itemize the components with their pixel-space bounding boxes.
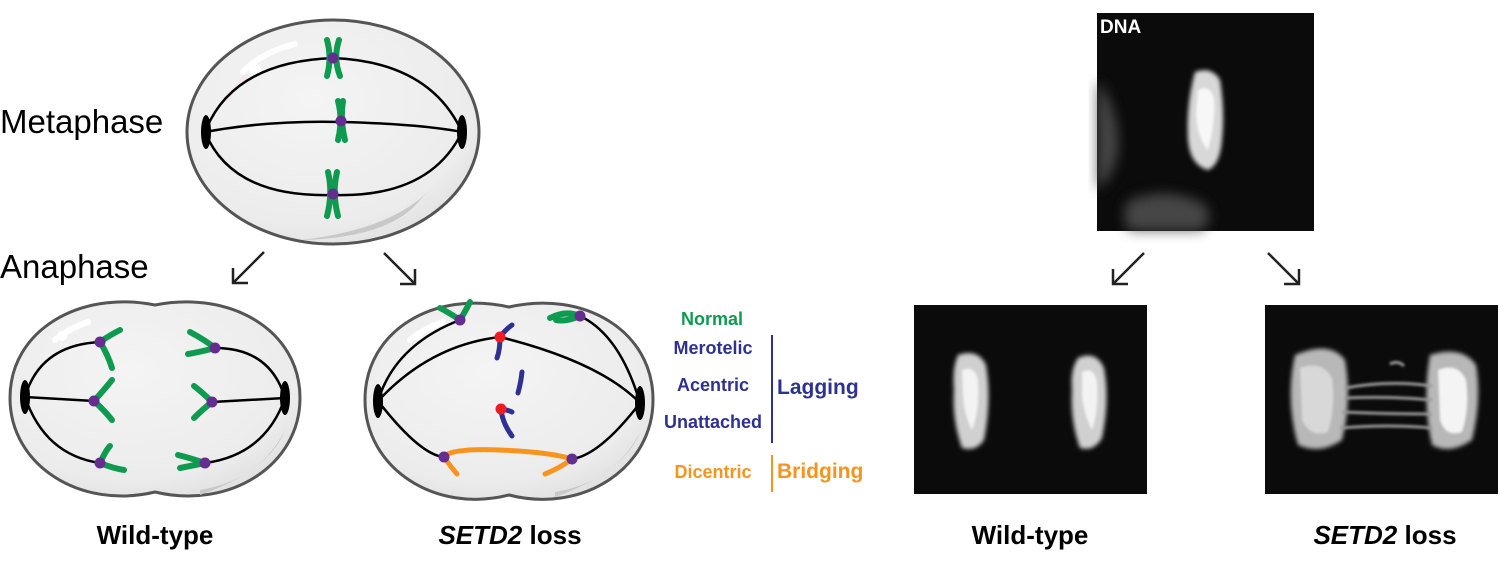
caption-suffix: loss	[1397, 520, 1456, 550]
gene-name: SETD2	[1313, 520, 1397, 550]
micrograph-caption-setd2-loss: SETD2 loss	[1313, 520, 1456, 550]
legend-acentric: Acentric	[677, 375, 749, 395]
legend-bridging: Bridging	[777, 460, 863, 483]
spindle-pole-right	[635, 386, 645, 420]
micrograph-setd2-loss	[1265, 305, 1498, 494]
legend-unattached: Unattached	[664, 412, 762, 432]
micrograph-metaphase: DNA	[1097, 13, 1314, 231]
metaphase-cell	[185, 18, 481, 246]
spindle-pole-left	[201, 115, 211, 149]
chromatin-bridges	[1339, 360, 1433, 430]
micro-arrow-to-wild-type	[1111, 252, 1145, 286]
legend-lagging: Lagging	[777, 376, 859, 399]
micrograph-stain-label: DNA	[1100, 17, 1141, 38]
micro-arrow-to-setd2-loss	[1267, 252, 1301, 286]
kinetochores	[438, 310, 586, 465]
anaphase-cell-setd2-loss	[363, 299, 655, 501]
micrograph-wild-type	[914, 305, 1147, 494]
legend-normal: Normal	[681, 309, 743, 329]
legend: Normal Merotelic Acentric Unattached Lag…	[664, 309, 863, 492]
spindle-fibers	[376, 314, 642, 461]
anaphase-label: Anaphase	[0, 248, 149, 285]
anaphase-cell-wild-type	[8, 300, 302, 498]
caption-suffix: loss	[522, 520, 581, 550]
micrograph-caption-wild-type: Wild-type	[972, 520, 1089, 550]
spindle-pole-right	[457, 115, 467, 149]
spindle-pole-left	[373, 384, 383, 418]
spindle-pole-right	[280, 381, 290, 415]
merotelic-kinetochores	[494, 331, 507, 415]
kinetochores	[88, 336, 221, 469]
metaphase-label: Metaphase	[0, 103, 163, 140]
arrow-to-setd2-loss	[383, 252, 417, 286]
arrow-to-wild-type	[231, 251, 265, 285]
diagram-caption-wild-type: Wild-type	[97, 520, 214, 550]
spindle-pole-left	[20, 380, 30, 414]
gene-name: SETD2	[438, 520, 522, 550]
legend-merotelic: Merotelic	[673, 338, 752, 358]
diagram-caption-setd2-loss: SETD2 loss	[438, 520, 581, 550]
kinetochores	[327, 52, 347, 200]
legend-dicentric: Dicentric	[674, 462, 751, 482]
